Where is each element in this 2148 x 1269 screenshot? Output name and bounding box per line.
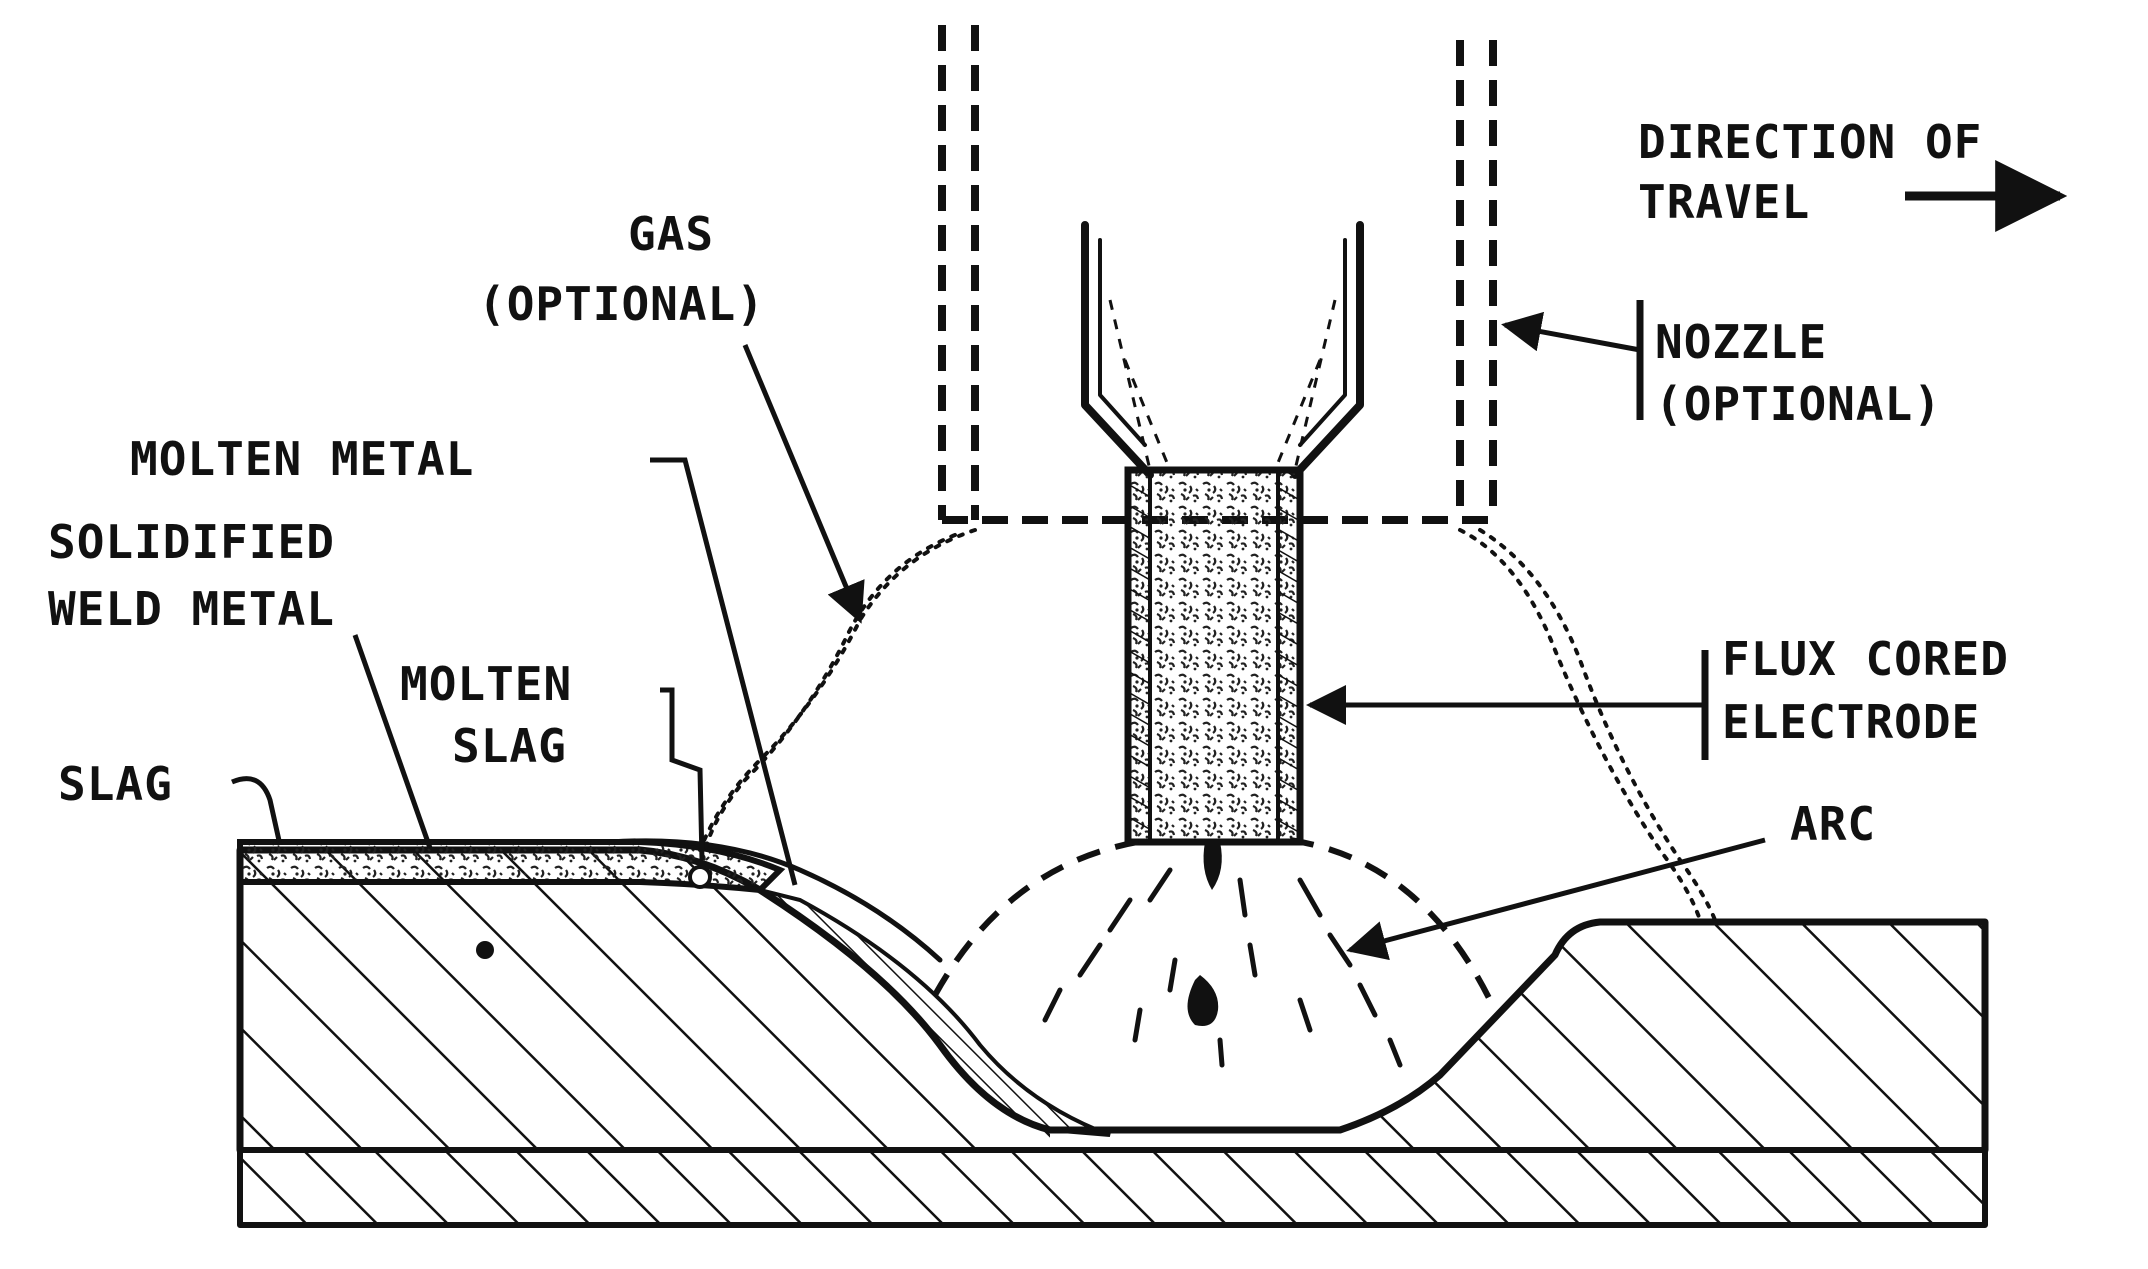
label-flux-line2: ELECTRODE: [1722, 695, 1980, 749]
nozzle: [938, 25, 1497, 524]
label-slag: SLAG: [58, 757, 173, 811]
label-flux-line1: FLUX CORED: [1722, 632, 2009, 686]
label-gas-line1: GAS: [628, 207, 714, 261]
molten-metal-band: [758, 888, 1111, 1137]
base-plate: [237, 1147, 1988, 1228]
molten-slag-droplet: [688, 865, 712, 889]
label-direction-line1: DIRECTION OF: [1638, 115, 1982, 169]
flux-cored-electrode: [1124, 466, 1304, 890]
label-molten-slag-line2: SLAG: [452, 719, 567, 773]
label-arc: ARC: [1790, 797, 1876, 851]
label-molten-metal: MOLTEN METAL: [130, 432, 474, 486]
slag-layer: [237, 838, 943, 963]
leader-lines: [231, 160, 2068, 961]
label-molten-slag-line1: MOLTEN: [400, 657, 572, 711]
contact-tube: [1081, 221, 1364, 479]
shielding-gas: [698, 528, 1717, 922]
label-nozzle-line1: NOZZLE: [1655, 315, 1827, 369]
labels: DIRECTION OF TRAVEL GAS (OPTIONAL) NOZZL…: [48, 115, 2009, 851]
label-nozzle-line2: (OPTIONAL): [1655, 377, 1942, 431]
label-direction-line2: TRAVEL: [1638, 175, 1810, 229]
label-gas-line2: (OPTIONAL): [478, 277, 765, 331]
label-solidified-line1: SOLIDIFIED: [48, 515, 335, 569]
slag-inclusion: [476, 941, 494, 959]
workpiece-right: [1340, 922, 1985, 1150]
label-solidified-line2: WELD METAL: [48, 582, 335, 636]
